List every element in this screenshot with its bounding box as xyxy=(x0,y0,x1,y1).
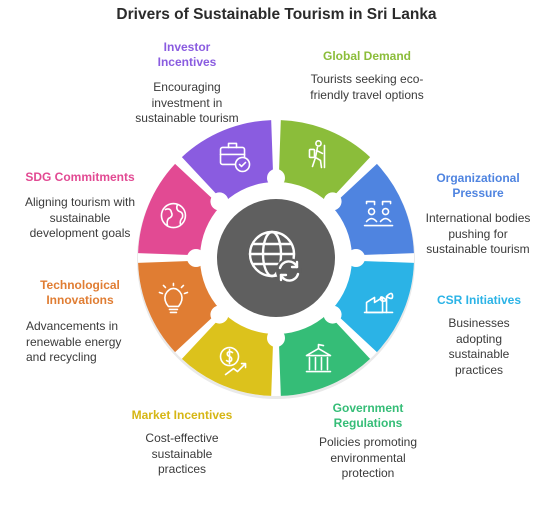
label-sdg-commitments: SDG Commitments Aligning tourism with su… xyxy=(22,170,138,242)
segment-technological-innovations xyxy=(138,260,221,353)
government-building-icon xyxy=(305,343,332,373)
csr-initiatives-description: Businesses adopting sustainable practice… xyxy=(448,316,510,377)
government-regulations-title: Government Regulations xyxy=(332,401,404,430)
hiker-icon xyxy=(308,140,326,169)
briefcase-check-icon xyxy=(219,142,251,173)
segment-global-demand xyxy=(278,120,371,203)
csr-initiatives-title: CSR Initiatives xyxy=(436,293,522,307)
lightbulb-icon xyxy=(158,282,189,314)
segment-sdg-commitments xyxy=(138,163,221,256)
money-growth-icon xyxy=(219,346,247,376)
investor-incentives-description: Encouraging investment in sustainable to… xyxy=(135,80,239,125)
global-demand-title: Global Demand xyxy=(322,49,411,63)
global-demand-description: Tourists seeking eco-friendly travel opt… xyxy=(310,72,424,102)
label-market-incentives: Market Incentives Cost-effective sustain… xyxy=(122,408,242,478)
sdg-commitments-title: SDG Commitments xyxy=(25,170,135,184)
globe-icon xyxy=(160,202,187,229)
investor-incentives-title: Investor Incentives xyxy=(157,40,217,69)
plant-factory-icon xyxy=(363,292,394,314)
segment-investor-incentives xyxy=(181,120,274,203)
segment-organizational-pressure xyxy=(331,163,414,256)
government-regulations-description: Policies promoting environmental protect… xyxy=(318,435,418,480)
sdg-commitments-description: Aligning tourism with sustainable develo… xyxy=(24,195,136,240)
label-government-regulations: Government Regulations Policies promotin… xyxy=(318,401,418,482)
market-incentives-title: Market Incentives xyxy=(131,408,233,422)
label-global-demand: Global Demand Tourists seeking eco-frien… xyxy=(300,49,434,103)
segment-government-regulations xyxy=(278,313,371,396)
technological-innovations-description: Advancements in renewable energy and rec… xyxy=(26,319,122,364)
technological-innovations-title: Technological Innovations xyxy=(40,278,120,307)
segment-market-incentives xyxy=(181,313,274,396)
center-hub xyxy=(217,199,335,317)
label-technological-innovations: Technological Innovations Advancements i… xyxy=(24,278,136,366)
organizational-pressure-title: Organizational Pressure xyxy=(436,171,520,200)
market-incentives-description: Cost-effective sustainable practices xyxy=(145,431,219,476)
organizational-pressure-description: International bodies pushing for sustain… xyxy=(425,211,531,256)
label-csr-initiatives: CSR Initiatives Businesses adopting sust… xyxy=(424,293,534,378)
label-investor-incentives: Investor Incentives Encouraging investme… xyxy=(134,40,240,127)
label-organizational-pressure: Organizational Pressure International bo… xyxy=(422,171,534,258)
diagram-title: Drivers of Sustainable Tourism in Sri La… xyxy=(116,6,437,23)
segment-csr-initiatives xyxy=(331,260,414,353)
globe-refresh-icon xyxy=(248,230,302,284)
people-network-icon xyxy=(363,200,394,227)
